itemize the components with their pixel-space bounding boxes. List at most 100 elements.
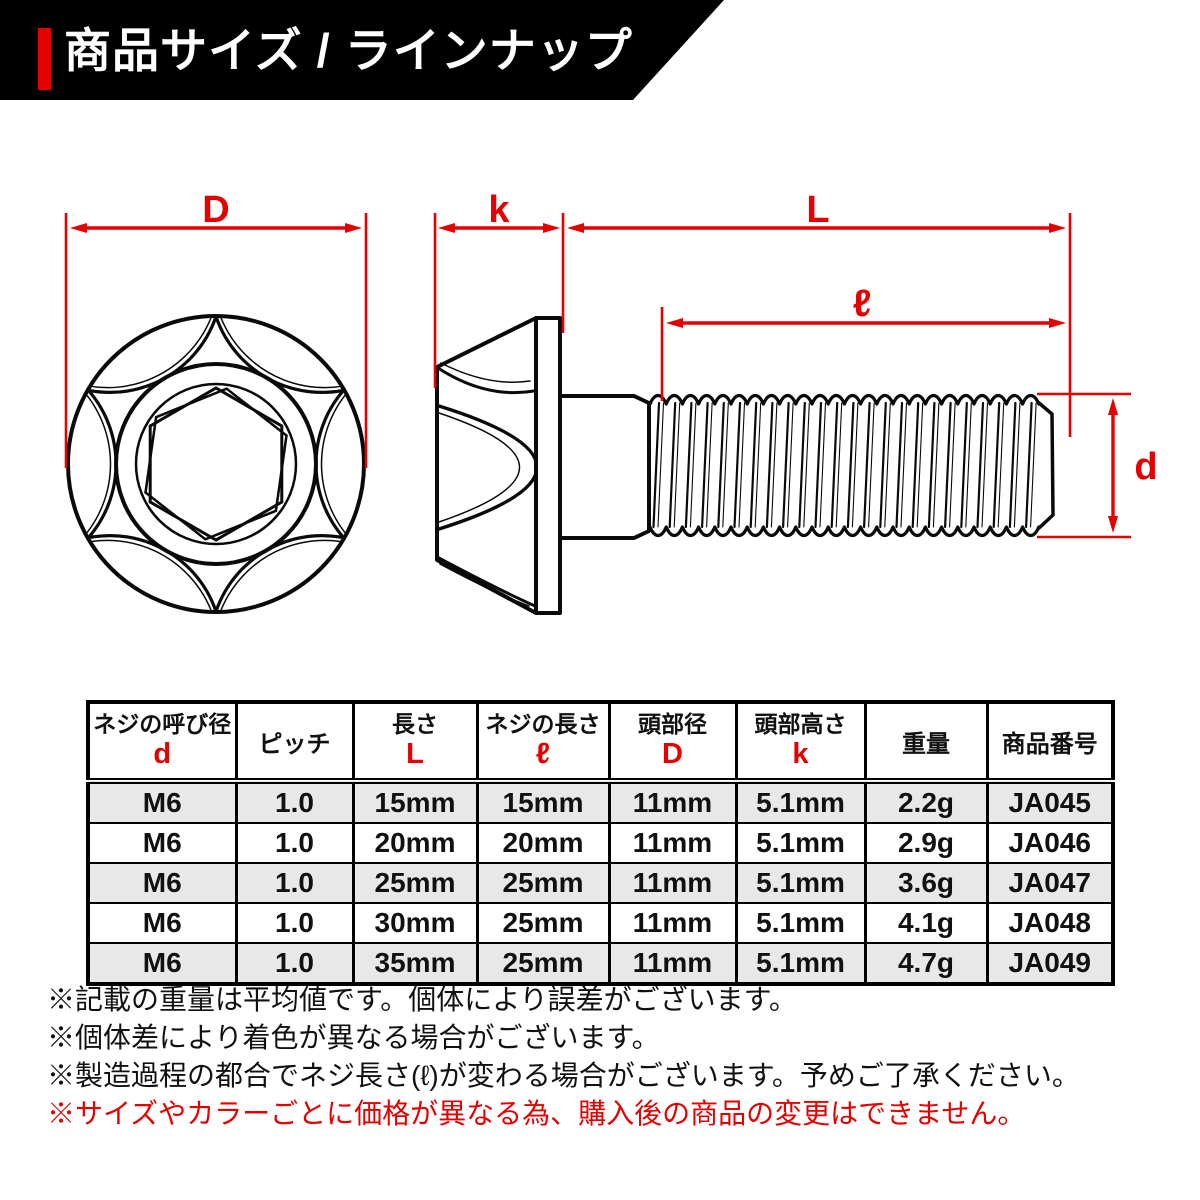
thread-flank-line bbox=[765, 401, 774, 529]
col-header-8: 商品番号 bbox=[985, 700, 1115, 784]
thread-flank-line-thin bbox=[884, 402, 891, 528]
thread-flank-line bbox=[684, 401, 693, 529]
table-cell: 11mm bbox=[607, 780, 738, 824]
dim-label-d: d bbox=[1134, 446, 1157, 488]
table-cell: JA048 bbox=[985, 902, 1115, 944]
thread-flank-line bbox=[1024, 401, 1033, 529]
table-cell: M6 bbox=[86, 822, 238, 864]
note-line-1: ※記載の重量は平均値です。個体により誤差がございます。 bbox=[47, 984, 797, 1015]
dim-label-k: k bbox=[488, 189, 510, 231]
header-banner: 商品サイズ / ラインナップ bbox=[0, 0, 724, 100]
thread-flank-line-thin bbox=[706, 402, 713, 528]
red-accent-bar bbox=[38, 28, 51, 90]
table-cell: 20mm bbox=[475, 822, 611, 864]
table-cell: 25mm bbox=[475, 902, 611, 944]
col-header-label: 重量 bbox=[902, 730, 950, 758]
col-header-label: 頭部高さ bbox=[754, 711, 847, 738]
petal-arc bbox=[70, 350, 118, 578]
table-cell: 11mm bbox=[607, 942, 738, 985]
thread-flank-line-thin bbox=[1030, 402, 1037, 528]
col-header-label: ネジの長さ bbox=[485, 711, 601, 738]
petal-arc bbox=[70, 318, 224, 395]
table-cell: 1.0 bbox=[234, 902, 355, 944]
thread-flank-line-thin bbox=[965, 402, 972, 528]
thread-flank-line bbox=[700, 401, 709, 529]
thread-flank-line bbox=[992, 401, 1001, 529]
thread-flank-line bbox=[846, 401, 855, 529]
note-line-4: ※サイズやカラーごとに価格が異なる為、購入後の商品の変更はできません。 bbox=[47, 1098, 1026, 1129]
petal-arc-thin bbox=[70, 539, 220, 610]
table-cell: 2.2g bbox=[863, 780, 989, 824]
thread-flank-line bbox=[798, 401, 806, 529]
thread-flank-line bbox=[781, 401, 790, 529]
thread-flank-line-thin bbox=[835, 402, 843, 528]
table-cell: 11mm bbox=[607, 902, 738, 944]
table-cell: 5.1mm bbox=[734, 942, 867, 985]
thread-flank-line-thin bbox=[787, 402, 794, 528]
dimension-arrowhead bbox=[1108, 398, 1118, 415]
thread-flank-line-thin bbox=[770, 402, 778, 528]
dim-label-L: L bbox=[806, 189, 829, 231]
table-cell: JA047 bbox=[985, 862, 1115, 904]
table-cell: 4.7g bbox=[863, 942, 989, 985]
thread-flank-line-thin bbox=[673, 402, 681, 528]
thread-flank-line-thin bbox=[722, 402, 729, 528]
col-header-symbol: k bbox=[792, 737, 809, 770]
petal-arc bbox=[70, 533, 224, 610]
col-header-7: 重量 bbox=[863, 700, 989, 784]
thread-flank-line-thin bbox=[689, 402, 697, 528]
dimension-arrowhead bbox=[666, 318, 683, 328]
thread bbox=[648, 393, 1041, 538]
note-line-3: ※製造過程の都合でネジ長さ(ℓ)が変わる場合がございます。予めご了承ください。 bbox=[47, 1060, 1080, 1091]
thread-flank-line-thin bbox=[738, 402, 746, 528]
thread-flank-line-thin bbox=[932, 402, 940, 528]
thread-flank-line-thin bbox=[819, 402, 827, 528]
col-header-label: ネジの呼び径 bbox=[93, 711, 232, 738]
table-cell: 25mm bbox=[351, 862, 479, 904]
note-line-2: ※個体差により着色が異なる場合がございます。 bbox=[47, 1022, 660, 1053]
thread-crest-top bbox=[648, 393, 1041, 406]
head-petal-arc-mid-thin bbox=[438, 412, 520, 523]
table-cell: 1.0 bbox=[234, 862, 355, 904]
thread-flank-line bbox=[830, 401, 839, 529]
dimension-arrowhead bbox=[1049, 223, 1066, 233]
table-cell: 2.9g bbox=[863, 822, 989, 864]
col-header-label: ピッチ bbox=[258, 730, 331, 758]
table-cell: 5.1mm bbox=[734, 822, 867, 864]
table-cell: M6 bbox=[86, 862, 238, 904]
dimension-arrowhead bbox=[438, 223, 455, 233]
dim-label-ell: ℓ bbox=[853, 283, 872, 325]
bolt-side-view bbox=[435, 316, 1055, 615]
dimension-arrowhead bbox=[1108, 516, 1118, 533]
petal-arc bbox=[208, 533, 362, 610]
thread-flank-line bbox=[814, 401, 823, 529]
table-cell: 1.0 bbox=[234, 780, 355, 824]
thread-flank-line-thin bbox=[1013, 402, 1021, 528]
thread-flank-line-thin bbox=[754, 402, 762, 528]
thread-flank-line bbox=[733, 401, 742, 529]
thread-flank-line bbox=[976, 401, 985, 529]
thread-flank-line-thin bbox=[803, 402, 810, 528]
table-cell: 35mm bbox=[351, 942, 479, 985]
thread-flank-line bbox=[668, 401, 677, 529]
bolt-dimension-diagram: D k L ℓ d bbox=[64, 189, 1158, 615]
thread-crest-bottom bbox=[648, 525, 1041, 538]
head-ring-outer bbox=[114, 362, 318, 566]
hex-socket bbox=[144, 386, 288, 542]
petal-arc-thin bbox=[70, 351, 112, 577]
table-cell: 25mm bbox=[475, 942, 611, 985]
page-title: 商品サイズ / ラインナップ bbox=[64, 24, 633, 77]
table-cell: 20mm bbox=[351, 822, 479, 864]
